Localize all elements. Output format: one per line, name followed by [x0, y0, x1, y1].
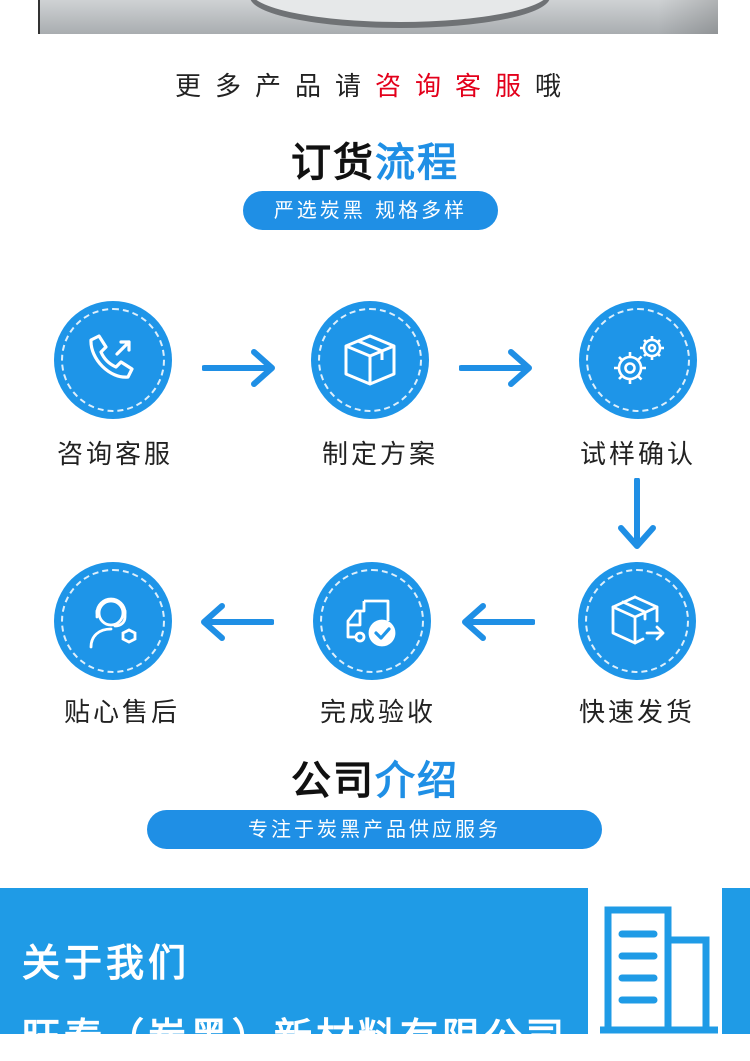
- step-label: 试样确认: [579, 440, 696, 470]
- step-accept-circle: [313, 562, 431, 680]
- step-label: 制定方案: [321, 440, 438, 470]
- company-subtitle-pill: 专注于炭黑产品供应服务: [147, 810, 602, 849]
- consult-service-link[interactable]: 咨询客服: [374, 72, 535, 102]
- step-label: 贴心售后: [63, 698, 180, 728]
- arrow-left-icon: [201, 603, 274, 641]
- step-sample-circle: [579, 301, 697, 419]
- step-aftersales-circle: [54, 562, 172, 680]
- product-photo: [38, 0, 718, 34]
- more-suffix: 哦: [535, 72, 576, 102]
- box-icon: [344, 334, 396, 386]
- more-products-line: 更多产品请咨询客服哦: [0, 66, 750, 103]
- about-heading: 关于我们: [22, 941, 191, 985]
- arrow-right-icon: [459, 349, 532, 387]
- arrow-left-icon: [462, 603, 535, 641]
- step-label: 完成验收: [319, 698, 436, 728]
- step-plan-circle: [311, 301, 429, 419]
- building-panel: [588, 888, 750, 1034]
- step-ship-circle: [578, 562, 696, 680]
- step-label: 快速发货: [578, 698, 695, 728]
- step-consult-circle: [54, 301, 172, 419]
- about-us-panel: 关于我们 旺泰（炭黑）新材料有限公司: [0, 888, 588, 1059]
- truck-check-icon: [346, 599, 396, 647]
- building-icon: [600, 906, 718, 1034]
- gears-icon: [614, 336, 664, 384]
- order-subtitle-pill: 严选炭黑 规格多样: [243, 191, 498, 230]
- arrow-right-icon: [202, 349, 275, 387]
- more-prefix: 更多产品请: [174, 72, 375, 102]
- arrow-down-icon: [618, 478, 656, 549]
- headset-support-icon: [89, 597, 137, 649]
- phone-icon: [89, 334, 134, 379]
- step-label: 咨询客服: [56, 440, 173, 470]
- product-bowl-image: [250, 0, 550, 22]
- company-intro-title: 公司介绍: [291, 758, 459, 804]
- order-process-title: 订货流程: [291, 140, 459, 186]
- shipping-box-icon: [611, 595, 665, 645]
